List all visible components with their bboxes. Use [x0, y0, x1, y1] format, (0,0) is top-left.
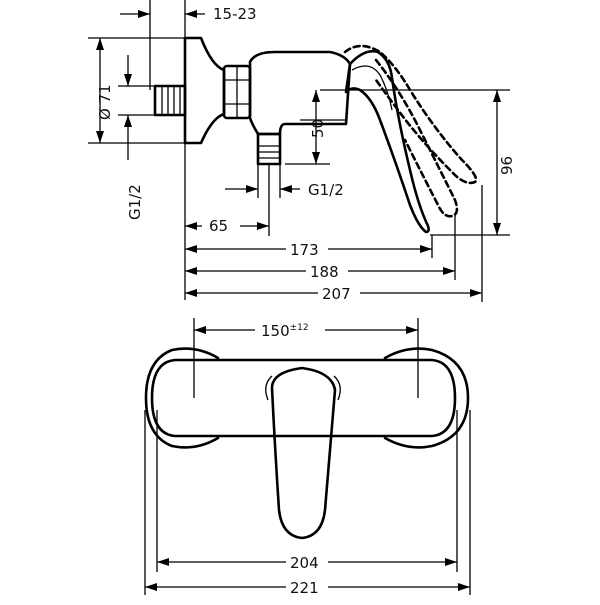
right-rosette	[383, 347, 470, 449]
center-tolerance-label: ±12	[290, 323, 309, 333]
length-173-label: 173	[290, 241, 319, 259]
thread-left-label: G1/2	[126, 184, 144, 220]
length-207-dimension: 207	[185, 282, 482, 304]
lever-handle	[344, 49, 430, 234]
diameter-label: Ø 71	[96, 84, 114, 120]
thread-bottom-dimension: G1/2	[225, 164, 344, 199]
thread-bottom-label: G1/2	[308, 181, 344, 199]
offset-65-dimension: 65	[185, 164, 270, 236]
handle-height-dimension: 96	[320, 89, 516, 236]
side-view: 15-23 Ø 71 G1/2	[88, 0, 516, 304]
length-188-dimension: 188	[185, 260, 455, 282]
width-221-label: 221	[290, 579, 319, 597]
lever-open-position	[343, 44, 478, 185]
outlet-height-dimension: 50	[285, 90, 345, 165]
center-distance-dimension: 150±12	[193, 318, 419, 398]
wall-offset-dimension: 15-23	[120, 5, 257, 23]
width-204-dimension: 204	[157, 551, 457, 573]
length-207-label: 207	[322, 285, 351, 303]
lever-shadow-right	[333, 375, 341, 401]
union-nut	[222, 64, 252, 120]
lever-shadow-left	[265, 375, 273, 401]
length-173-dimension: 173	[185, 238, 432, 260]
top-view: 150±12 204 221	[144, 318, 471, 598]
lever-open-position-2	[374, 58, 459, 218]
width-204-label: 204	[290, 554, 319, 572]
thread-left-dimension: G1/2	[118, 55, 155, 220]
outlet-height-label: 50	[309, 119, 327, 138]
wall-rosette	[153, 36, 226, 145]
left-rosette	[144, 347, 220, 449]
length-188-label: 188	[310, 263, 339, 281]
bottom-outlet	[256, 132, 282, 166]
handle-height-label: 96	[498, 156, 516, 175]
center-distance-label: 150	[261, 322, 290, 340]
width-221-dimension: 221	[145, 576, 470, 598]
wall-offset-label: 15-23	[213, 5, 257, 23]
mixer-body-top	[150, 358, 457, 438]
offset-65-label: 65	[209, 217, 228, 235]
lever-top	[270, 366, 337, 540]
svg-text:150±12: 150±12	[261, 322, 309, 340]
mixer-body	[248, 50, 352, 136]
diameter-dimension: Ø 71	[88, 37, 185, 144]
